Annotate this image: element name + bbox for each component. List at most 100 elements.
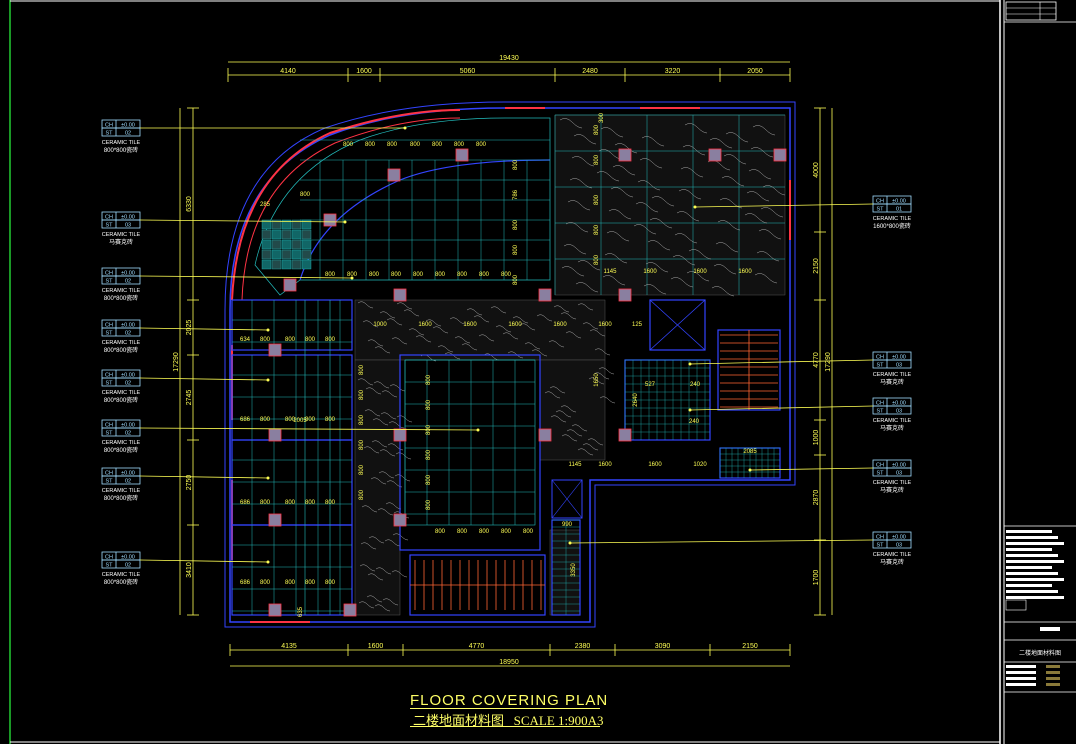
marble-vein xyxy=(403,309,420,317)
marble-vein xyxy=(359,564,376,572)
dim-inner-v800: 800 xyxy=(426,374,432,385)
marble-vein xyxy=(569,178,593,189)
marble-vein xyxy=(483,353,500,361)
left-room-3 xyxy=(231,439,353,526)
tag-right-3-code: 03 xyxy=(896,409,902,415)
tag-right-2-box-bottom xyxy=(872,359,912,369)
marble-vein xyxy=(371,440,388,448)
dim-bottom-seg: 4770 xyxy=(469,643,485,650)
marble-vein xyxy=(548,340,565,348)
curved-facade-red xyxy=(231,109,461,301)
leader-left-2 xyxy=(139,219,346,223)
drawing-title-cn-text: 二楼地面材料图 xyxy=(413,713,505,728)
marble-vein xyxy=(384,539,401,547)
dim-bottom-seg: 4135 xyxy=(281,643,297,650)
dim-inner-left: 686 xyxy=(240,417,251,423)
marble-vein xyxy=(582,322,599,330)
shaft-x xyxy=(551,479,583,519)
tag-right-4-material: CERAMIC TILE xyxy=(873,480,912,486)
dim-bottom-seg: 1600 xyxy=(368,643,384,650)
titleblock-text-line xyxy=(1006,536,1058,539)
marble-vein xyxy=(385,502,402,510)
dim-right-seg: 2870 xyxy=(813,490,820,506)
tag-left-7-material: CERAMIC TILE xyxy=(102,488,141,494)
marble-vein xyxy=(589,329,606,337)
dim-bottom-seg: 3090 xyxy=(655,643,671,650)
tag-left-3-st: ST xyxy=(105,279,113,285)
marble-vein xyxy=(561,434,578,442)
tag-left-7-level: ±0.00 xyxy=(121,471,135,477)
marble-vein xyxy=(752,125,776,136)
mosaic-tile xyxy=(271,259,282,270)
dim-inner-left: 800 xyxy=(285,417,296,423)
titleblock-text-line xyxy=(1006,572,1058,575)
titleblock-text-line xyxy=(1006,554,1058,557)
tag-right-5-st: ST xyxy=(876,543,884,549)
dim-inner-1600: 1600 xyxy=(598,322,612,328)
dim-inner-2005: 2005 xyxy=(293,418,307,424)
titleblock-drawing-name: 二楼地面材料图 xyxy=(1019,649,1061,657)
tag-right-3-material: CERAMIC TILE xyxy=(873,418,912,424)
marble-vein xyxy=(725,132,749,143)
marble-vein xyxy=(415,335,432,343)
pillar xyxy=(708,148,722,162)
marble-vein xyxy=(649,218,673,229)
mosaic-tile xyxy=(291,239,302,250)
leader-dot xyxy=(748,468,752,472)
marble-vein xyxy=(478,334,495,342)
marble-vein xyxy=(358,601,375,609)
dim-inner-800: 800 xyxy=(457,529,468,535)
titleblock-text-line xyxy=(1006,566,1052,569)
elevator-shaft xyxy=(649,299,706,351)
dim-top-seg: 3220 xyxy=(665,68,681,75)
titleblock-cell-fill xyxy=(1046,683,1060,686)
tag-left-1-size: 800*800瓷砖 xyxy=(104,146,138,154)
leader-dot xyxy=(266,378,270,382)
pillar xyxy=(268,428,282,442)
pillar xyxy=(283,278,297,292)
tag-left-1-material: CERAMIC TILE xyxy=(102,140,141,146)
tag-left-7-code: 02 xyxy=(125,479,131,485)
left-room-2 xyxy=(231,354,353,441)
marble-vein xyxy=(602,275,626,286)
mosaic-tile xyxy=(281,259,292,270)
dim-inner-240: 240 xyxy=(689,419,700,425)
marble-vein xyxy=(645,262,669,273)
dim-inner-left: 800 xyxy=(285,500,296,506)
tag-right-4-ch: CH xyxy=(876,463,884,469)
marble-vein xyxy=(598,149,622,160)
marble-vein xyxy=(536,314,553,322)
pillar xyxy=(268,343,282,357)
marble-vein xyxy=(713,264,737,275)
tag-left-2-ch: CH xyxy=(105,215,113,221)
marble-vein xyxy=(367,339,384,347)
dim-inner-240: 240 xyxy=(690,382,701,388)
mosaic-tile xyxy=(271,229,282,240)
marble-vein xyxy=(386,318,403,326)
titleblock-text-line xyxy=(1006,560,1064,563)
dim-inner-left: 800 xyxy=(325,337,336,343)
marble-vein xyxy=(379,449,396,457)
mosaic-tile xyxy=(291,219,302,230)
marble-vein xyxy=(651,196,675,207)
marble-vein xyxy=(599,396,616,404)
marble-vein xyxy=(717,220,741,231)
dim-inner-v800: 800 xyxy=(359,439,365,450)
tag-left-6-box-bottom xyxy=(101,427,141,437)
leader-dot xyxy=(350,276,354,280)
marble-vein xyxy=(748,169,772,180)
marble-vein xyxy=(389,384,406,392)
tag-right-4-size: 马赛克砖 xyxy=(880,486,904,494)
dim-bottom-overall: 18950 xyxy=(499,659,519,666)
marble-vein xyxy=(507,351,524,359)
dim-inner-left: 800 xyxy=(260,337,271,343)
dim-inner-v: 800 xyxy=(513,159,519,170)
marble-vein xyxy=(598,367,615,375)
dim-inner-1600: 1600 xyxy=(508,322,522,328)
marble-vein xyxy=(432,326,449,334)
marble-vein xyxy=(573,134,597,145)
pillar xyxy=(343,603,357,617)
dim-inner-v800: 800 xyxy=(359,414,365,425)
dim-inner-800: 800 xyxy=(347,272,358,278)
tag-left-3-ch: CH xyxy=(105,271,113,277)
